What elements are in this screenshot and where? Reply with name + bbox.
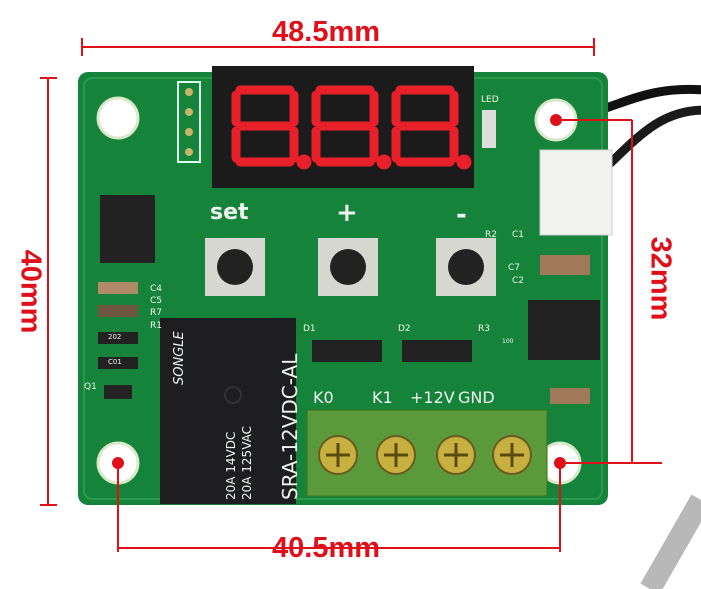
led-label: LED (481, 95, 499, 105)
push-buttons (205, 238, 496, 296)
label-r1: R1 (150, 321, 162, 331)
relay-rating-ac: 20A 125VAC (240, 425, 254, 500)
terminal-label-gnd: GND (458, 388, 495, 407)
controller-ic (100, 195, 155, 263)
label-c7: C7 (508, 263, 521, 273)
label-d2: D2 (398, 324, 411, 334)
hole-spacing-horizontal-label: 40.5mm (272, 532, 381, 564)
width-dimension-label: 48.5mm (272, 16, 381, 48)
smd-code-202: 202 (108, 333, 122, 341)
smd-code-100: 100 (502, 338, 514, 345)
terminal-label-12v: +12V (410, 388, 455, 407)
label-c4: C4 (150, 284, 163, 294)
sensor-connector (539, 149, 613, 236)
label-r2: R2 (485, 230, 497, 240)
plus-label: + (336, 198, 358, 228)
hole-spacing-vertical-label: 32mm (644, 236, 677, 321)
label-c2: C2 (512, 276, 525, 286)
dimension-lines (40, 38, 662, 552)
label-d1: D1 (303, 324, 316, 334)
relay-brand: SONGLE (172, 331, 187, 385)
relay-model: SRA-12VDC-AL (278, 353, 302, 500)
label-c1: C1 (512, 230, 525, 240)
set-label: set (210, 200, 249, 225)
label-q1: Q1 (84, 382, 97, 392)
label-r7: R7 (150, 308, 162, 318)
relay (160, 318, 296, 504)
terminal-label-k1: K1 (372, 388, 393, 407)
sensor-probe (640, 494, 701, 589)
minus-label: - (456, 200, 467, 230)
label-r3: R3 (478, 324, 490, 334)
terminal-screws (318, 435, 532, 475)
label-c5: C5 (150, 296, 163, 306)
smd-code-c01: C01 (108, 358, 122, 366)
height-dimension-label: 40mm (14, 249, 47, 334)
display-digits (231, 85, 472, 170)
terminal-label-k0: K0 (313, 388, 334, 407)
relay-rating-dc: 20A 14VDC (224, 431, 238, 500)
